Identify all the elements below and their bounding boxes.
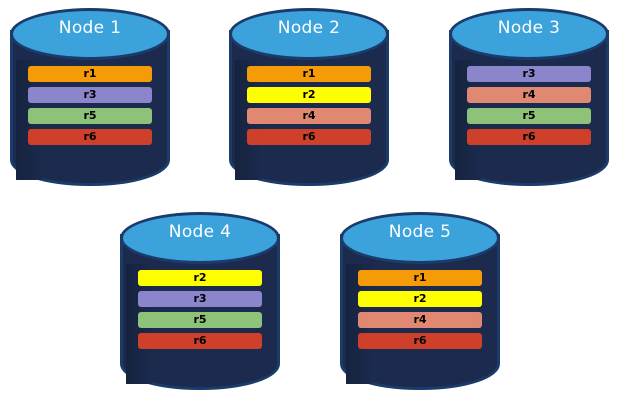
replica-chip[interactable]: r3 [138,291,262,307]
replica-chip[interactable]: r5 [28,108,152,124]
node-label: Node 2 [277,18,341,38]
replica-chip[interactable]: r6 [358,333,482,349]
node-label: Node 4 [168,222,232,242]
replica-chip[interactable]: r2 [247,87,371,103]
replica-chip[interactable]: r3 [28,87,152,103]
replica-chip[interactable]: r2 [138,270,262,286]
cylinder-top-ellipse [229,8,389,60]
node-label: Node 3 [497,18,561,38]
replica-list: r2 r3 r5 r6 [120,270,280,349]
replica-chip[interactable]: r1 [358,270,482,286]
replica-chip[interactable]: r1 [28,66,152,82]
node-cylinder-4[interactable]: Node 4 r2 r3 r5 r6 [120,212,280,398]
node-cylinder-1[interactable]: Node 1 r1 r3 r5 r6 [10,8,170,194]
replica-chip[interactable]: r3 [467,66,591,82]
node-cylinder-5[interactable]: Node 5 r1 r2 r4 r6 [340,212,500,398]
replica-chip[interactable]: r5 [138,312,262,328]
replica-chip[interactable]: r6 [28,129,152,145]
replica-list: r1 r2 r4 r6 [229,66,389,145]
node-label: Node 5 [388,222,452,242]
cylinder-top-ellipse [120,212,280,264]
replica-chip[interactable]: r1 [247,66,371,82]
replica-chip[interactable]: r5 [467,108,591,124]
cylinder-top-ellipse [340,212,500,264]
node-cylinder-3[interactable]: Node 3 r3 r4 r5 r6 [449,8,609,194]
cylinder-top-ellipse [449,8,609,60]
cylinder-top-ellipse [10,8,170,60]
replica-chip[interactable]: r2 [358,291,482,307]
replica-list: r3 r4 r5 r6 [449,66,609,145]
replica-chip[interactable]: r4 [247,108,371,124]
replica-chip[interactable]: r6 [138,333,262,349]
replica-chip[interactable]: r4 [467,87,591,103]
replica-chip[interactable]: r4 [358,312,482,328]
replica-list: r1 r2 r4 r6 [340,270,500,349]
node-label: Node 1 [58,18,122,38]
replica-chip[interactable]: r6 [247,129,371,145]
node-cylinder-2[interactable]: Node 2 r1 r2 r4 r6 [229,8,389,194]
replica-list: r1 r3 r5 r6 [10,66,170,145]
replica-chip[interactable]: r6 [467,129,591,145]
